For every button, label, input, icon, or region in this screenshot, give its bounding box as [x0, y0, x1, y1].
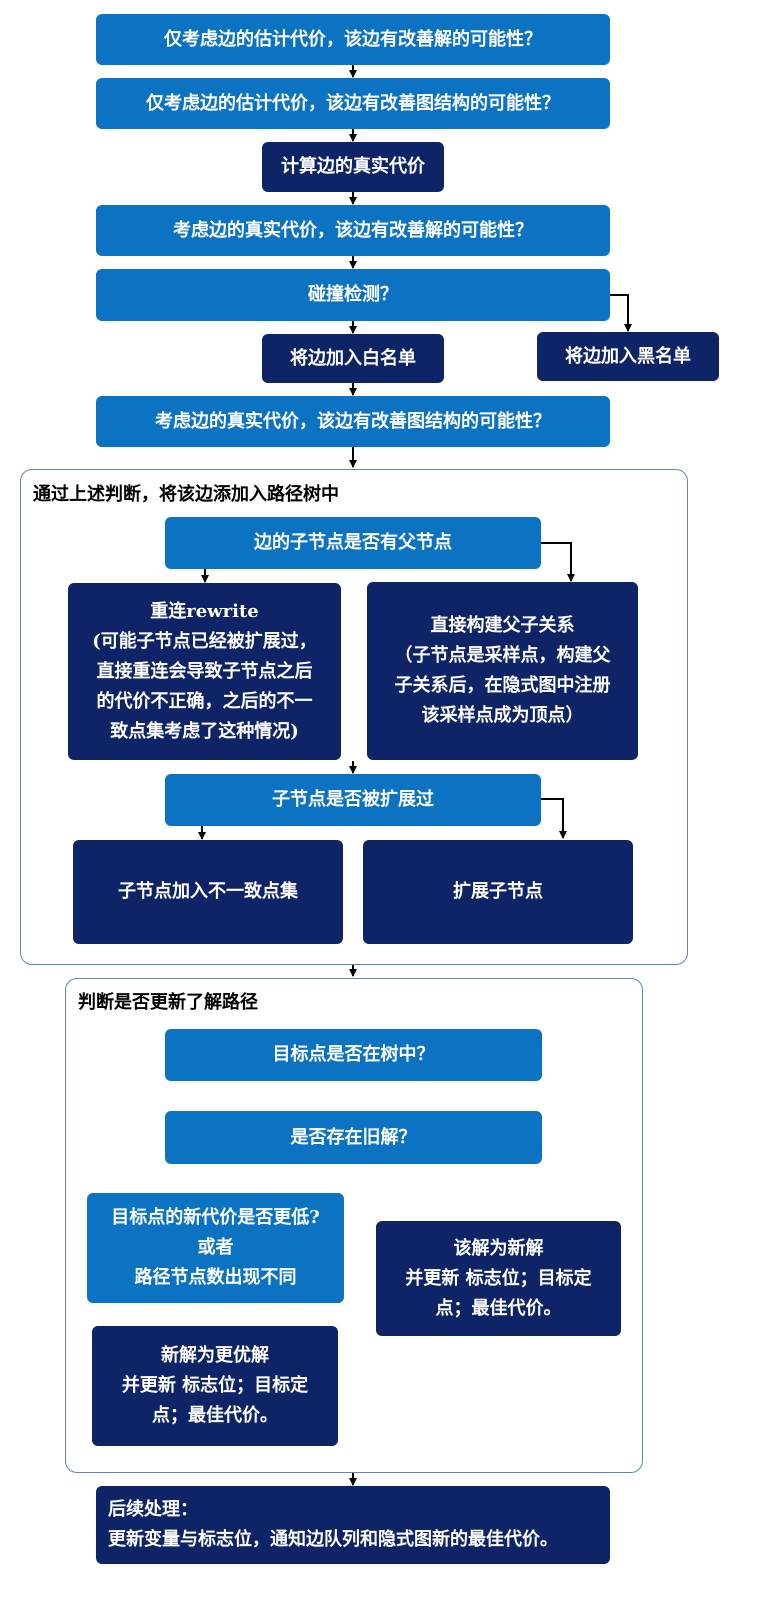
rewire-line: 直接重连会导致子节点之后 [96, 660, 313, 682]
step-old-solution: 是否存在旧解？ [165, 1111, 542, 1164]
new-solution-line: 该解为新解 [453, 1237, 544, 1259]
step-followup: 后续处理： 更新变量与标志位，通知边队列和隐式图新的最佳代价。 [96, 1486, 610, 1564]
direct-build-title: 直接构建父子关系 [430, 615, 575, 636]
tree-section-title: 通过上述判断，将该边添加入路径树中 [33, 484, 339, 505]
solution-section-title: 判断是否更新了解路径 [78, 992, 258, 1013]
new-solution-line: 并更新 标志位；目标定 [405, 1267, 592, 1289]
step-estimate-solution: 仅考虑边的估计代价，该边有改善解的可能性？ [96, 14, 610, 65]
lower-cost-line: 目标点的新代价是否更低? [111, 1207, 320, 1228]
lower-cost-line: 路径节点数出现不同 [134, 1267, 297, 1288]
step-estimate-graph: 仅考虑边的估计代价，该边有改善图结构的可能性？ [96, 78, 610, 129]
arrow-direct [541, 542, 575, 582]
rewire-title: 重连rewrite [150, 600, 259, 622]
step-whitelist: 将边加入白名单 [262, 334, 444, 383]
step-true-cost-solution: 考虑边的真实代价，该边有改善解的可能性？ [96, 205, 610, 256]
step-expand-child: 扩展子节点 [363, 840, 633, 944]
arrow-blacklist [609, 294, 632, 332]
lower-cost-line: 或者 [197, 1237, 234, 1258]
step-goal-in-tree: 目标点是否在树中？ [165, 1029, 542, 1081]
followup-title: 后续处理： [108, 1499, 198, 1520]
direct-build-line: 子关系后，在隐式图中注册 [394, 675, 611, 696]
new-solution-line: 点；最佳代价。 [435, 1297, 562, 1319]
direct-build-line: （子节点是采样点，构建父 [394, 645, 611, 666]
step-true-cost-graph: 考虑边的真实代价，该边有改善图结构的可能性？ [96, 396, 610, 447]
better-solution-line: 点；最佳代价。 [152, 1405, 278, 1426]
rewire-line: 致点集考虑了这种情况) [110, 720, 299, 742]
step-compute-true-cost: 计算边的真实代价 [262, 142, 444, 192]
step-better-solution: 新解为更优解 并更新 标志位；目标定 点；最佳代价。 [92, 1326, 338, 1446]
step-lower-cost: 目标点的新代价是否更低? 或者 路径节点数出现不同 [87, 1193, 344, 1303]
step-direct-build: 直接构建父子关系 （子节点是采样点，构建父 子关系后，在隐式图中注册 该采样点成… [367, 582, 638, 760]
step-collision-check: 碰撞检测？ [96, 269, 610, 321]
step-inconsistent-set: 子节点加入不一致点集 [73, 840, 343, 944]
step-new-solution: 该解为新解 并更新 标志位；目标定 点；最佳代价。 [376, 1221, 621, 1336]
step-expanded: 子节点是否被扩展过 [165, 774, 541, 826]
rewire-line: 的代价不正确，之后的不一 [96, 690, 313, 712]
followup-text: 更新变量与标志位，通知边队列和隐式图新的最佳代价。 [108, 1529, 558, 1550]
rewire-line: (可能子节点已经被扩展过， [92, 630, 317, 652]
better-solution-line: 并更新 标志位；目标定 [121, 1375, 309, 1396]
step-blacklist: 将边加入黑名单 [537, 332, 719, 381]
direct-build-line: 该采样点成为顶点） [421, 705, 584, 726]
arrow-expand-child [541, 798, 567, 839]
step-has-parent: 边的子节点是否有父节点 [165, 517, 541, 569]
better-solution-line: 新解为更优解 [161, 1345, 269, 1366]
step-rewire: 重连rewrite (可能子节点已经被扩展过， 直接重连会导致子节点之后 的代价… [68, 583, 341, 760]
